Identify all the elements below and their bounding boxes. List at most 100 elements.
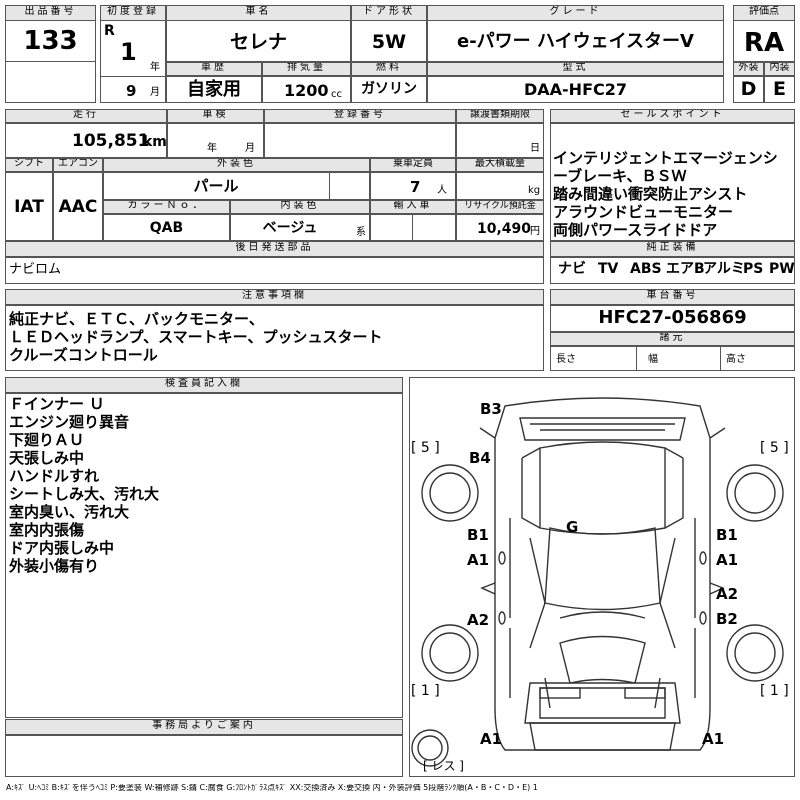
lot-no: 133 [23,26,78,56]
inspector-line-9: ドア内張しみ中 [9,539,115,557]
sales-line-3: 踏み間違い衝突防止アシスト [553,185,748,203]
sales-line-5: 両側パワースライドドア [553,221,718,239]
exterior-label: 外装 [733,62,764,76]
model: DAA-HFC27 [523,80,627,99]
dims-width: 幅 [648,354,658,365]
damage-b2-right: B2 [716,610,738,628]
door: 5W [371,31,407,53]
sales-line-2: ーブレーキ、ＢＳＷ [553,167,687,185]
office-label: 事務局よりご案内 [5,719,403,735]
intcolor-label: 内装色 [230,200,370,214]
recycle: 10,490 [477,221,532,237]
mileage-label: 走行 [5,109,167,123]
loadcap-unit: kg [528,185,541,196]
grade: e-パワー ハイウェイスターV [457,31,694,52]
later: ナビロム [9,262,62,277]
rating-box [733,20,795,62]
inspection-year: 年 [207,143,217,154]
inspector-box [5,393,403,718]
tire-front-right [726,624,784,682]
damage-a1-front-right: A1 [702,730,725,748]
import-label: 輸入車 [370,200,456,214]
first-reg-label: 初度登録 [100,5,166,21]
model-box [427,76,724,103]
reg-month: 9 [126,82,137,100]
damage-b4: B4 [469,449,491,467]
inspector-line-4: 天張しみ中 [9,449,85,467]
recycle-label: リサイクル預託金 [456,200,544,214]
intcolor-box [230,214,370,241]
rating-label: 評価点 [733,5,795,21]
mileage-unit: km [143,134,167,150]
intcolor: ベージュ [262,220,318,236]
regno-label: 登録番号 [264,109,456,123]
chassis-box [550,305,795,332]
color-box [103,172,370,200]
tire-front-left [421,624,479,682]
later-label: 後日発送部品 [5,241,544,257]
ac-label: エアコン [53,158,103,172]
equip-airbag: エアB [666,261,705,277]
damage-g: G [566,518,579,536]
regno-box [264,123,456,158]
notes-box [5,305,544,371]
lot-no-label: 出品番号 [5,5,96,21]
shift: IAT [14,197,44,217]
rating: RA [743,28,785,58]
damage-a1-front-left: A1 [480,730,503,748]
tread-front-left: [ 1 ] [411,683,440,699]
displacement-box [262,76,351,103]
sales-label: セールスポイント [550,109,795,123]
intcolor-unit: 系 [356,227,366,238]
dims-length: 長さ [556,354,576,365]
equip-label: 純正装備 [550,241,795,257]
inspector-line-2: エンジン廻り異音 [9,413,130,431]
inspector-label: 検査員記入欄 [5,377,403,393]
model-label: 型式 [427,62,724,76]
inspection-box [167,123,264,158]
notes-line-1: 純正ナビ、ＥＴＣ、バックモニター、 [9,310,264,328]
door-box [351,20,427,62]
inspector-line-6: シートしみ大、汚れ大 [9,485,160,503]
inspector-line-8: 室内内張傷 [9,521,85,539]
spare-tire-label: [ レス ] [423,759,464,773]
history-label: 車歴 [166,62,262,76]
color-label: 外装色 [103,158,370,172]
transfer-day: 日 [530,143,540,154]
car-name-box [166,20,351,62]
chassis: HFC27-056869 [598,307,747,328]
notes-line-3: クルーズコントロール [9,346,158,364]
equip-box [550,257,795,284]
sales-box [550,123,795,241]
tire-spare [411,729,449,767]
tire-rear-right [726,464,784,522]
notes-line-2: ＬＥＤヘッドランプ、スマートキー、プッシュスタート [9,328,383,346]
capacity-unit: 人 [437,185,447,196]
loadcap-box [456,172,544,200]
history: 自家用 [187,79,241,100]
ac-box [53,172,103,241]
loadcap-label: 最大積載量 [456,158,544,172]
history-box [166,76,262,103]
transfer-box [456,123,544,158]
capacity-box [370,172,456,200]
transfer-label: 譲渡書類期限 [456,109,544,123]
colorno-label: カラーＮｏ． [103,200,230,214]
capacity: 7 [410,178,421,196]
era: R [104,23,115,39]
capacity-label: 乗車定員 [370,158,456,172]
sales-line-4: アラウンドビューモニター [553,203,734,221]
ac: AAC [58,197,98,217]
grade-box [427,20,724,62]
exterior: D [740,78,757,100]
car-name: セレナ [229,31,287,53]
first-reg-box [100,20,166,103]
interior-box [764,76,795,103]
inspector-line-1: Ｆインナー Ｕ [9,395,105,413]
later-box [5,257,544,284]
damage-a1-left: A1 [467,551,490,569]
door-label: ドア形状 [351,5,427,21]
displacement-label: 排気量 [262,62,351,76]
fuel-label: 燃料 [351,62,427,76]
displacement: 1200 [284,81,329,100]
